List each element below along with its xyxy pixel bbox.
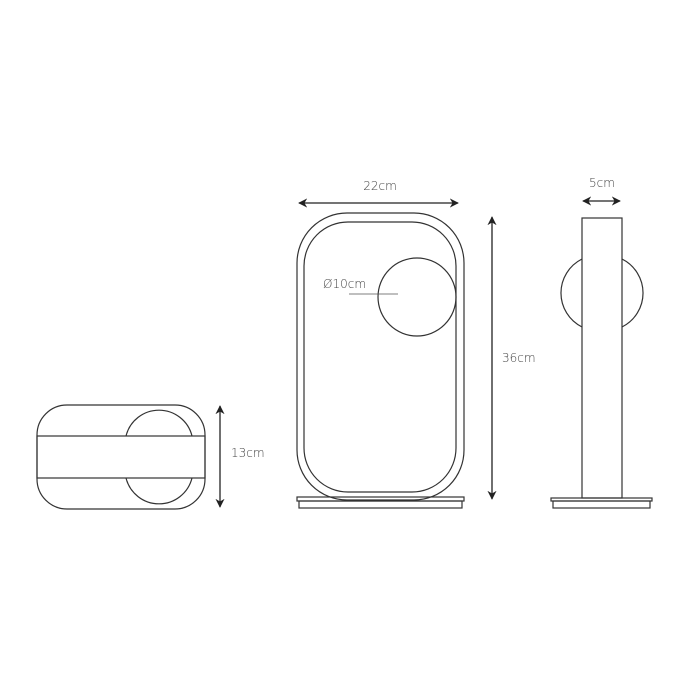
top-view-band [36,435,206,479]
top-view-shade-arc-top [125,409,193,437]
side-base-bottom [552,500,651,509]
inner-frame [303,221,457,493]
base-bottom [298,500,463,509]
side-shade-left [560,258,583,328]
top-view-shade-arc-bottom [125,477,193,505]
height-label: 36cm [502,351,536,365]
width-label: 22cm [363,179,397,193]
side-shade-right [621,258,644,328]
outer-frame [296,212,465,501]
diameter-label: Ø10cm [323,277,366,291]
shade-circle [377,257,457,337]
front-view: 22cm Ø10cm 36cm [296,179,536,509]
side-view: 5cm [550,176,653,509]
top-depth-label: 13cm [231,446,265,460]
side-depth-label: 5cm [589,176,615,190]
top-view: 13cm [36,404,265,510]
side-body [581,217,623,499]
top-view-outline [36,404,206,510]
